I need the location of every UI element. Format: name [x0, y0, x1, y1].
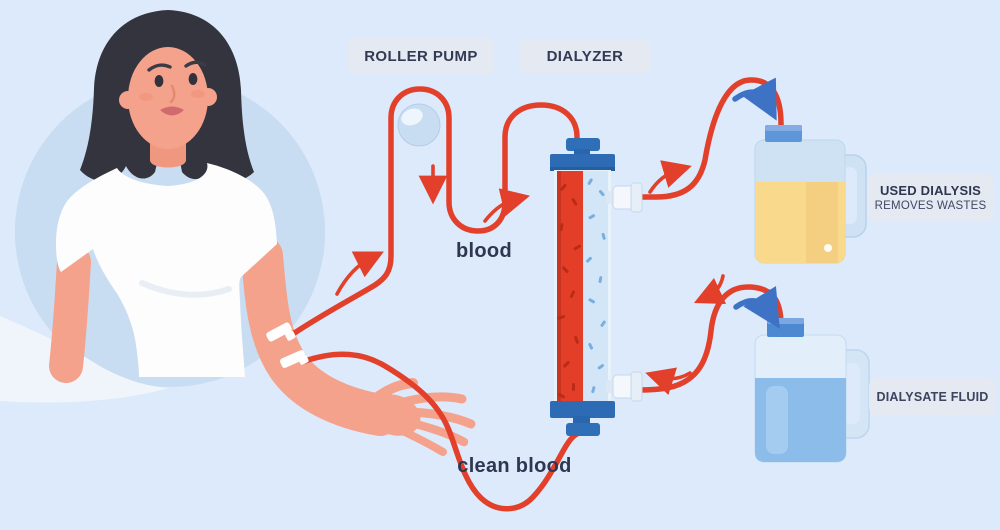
needle-hub-lower	[298, 354, 309, 365]
dialysate-fluid-label-text: DIALYSATE FLUID	[876, 389, 989, 404]
dialyzer-blood-compartment	[557, 171, 583, 402]
dialyzer-label-text: DIALYZER	[546, 48, 624, 65]
red-arrow-into-bottom-port	[645, 367, 692, 396]
blood-label: blood	[456, 240, 512, 262]
jug-cap-rim-top	[765, 125, 802, 131]
access-tape-upper	[266, 322, 292, 342]
dialyzer-blood-edge	[557, 171, 561, 402]
used-dialysis-subtitle: REMOVES WASTES	[874, 200, 987, 212]
finger-index	[395, 392, 467, 408]
jug-handle-hole-bottom	[844, 363, 860, 424]
dialyzer-outlet-port-top	[606, 182, 643, 213]
nose	[169, 84, 176, 104]
dialyzer-bottom-cap	[550, 401, 615, 418]
used-dialysis-title: USED DIALYSIS	[879, 183, 982, 198]
flow-arrows	[335, 77, 780, 396]
dialysate-liquid-highlight	[766, 386, 788, 454]
arm-access-site	[266, 322, 309, 368]
left-arm	[49, 245, 91, 383]
hair-bang-right	[168, 12, 229, 93]
needle-hub-upper	[285, 330, 296, 341]
dialyzer-top-cap	[550, 154, 615, 171]
foreground-wedge	[0, 316, 168, 403]
air-bubble-icon	[397, 103, 441, 147]
roller-pump-label: ROLLER PUMP	[348, 38, 494, 74]
red-arrow-to-used-jug	[648, 160, 692, 194]
red-arrow-from-dialysate-jug	[693, 274, 727, 305]
clean-blood-label: clean blood	[457, 455, 572, 477]
right-eyebrow	[184, 60, 207, 68]
lips	[160, 106, 184, 116]
blue-arrow-into-dialysate-jug	[733, 286, 780, 329]
left-eye	[154, 75, 164, 87]
liquid-shade	[806, 182, 838, 263]
venous-clean-blood-tube	[302, 351, 585, 512]
dialysate-fluid-jug	[754, 318, 870, 463]
shirt	[56, 163, 277, 377]
face	[128, 47, 208, 149]
blue-arrow-into-used-jug	[732, 77, 777, 121]
dialysate-specks	[586, 178, 606, 394]
right-eye	[188, 73, 198, 85]
dialyzer-label: DIALYZER	[519, 40, 651, 73]
right-blush	[191, 90, 205, 98]
dialyzer-top-cap-shadow	[550, 167, 615, 171]
dialyzer-device	[550, 138, 643, 436]
dialyzer-bottom-stem	[573, 416, 590, 425]
left-blush	[139, 93, 153, 101]
jug-handle-hole-top	[842, 167, 857, 224]
finger-ring	[397, 416, 469, 447]
dialysate-fluid-label: DIALYSATE FLUID	[869, 377, 996, 416]
used-dialysate-jug	[754, 125, 867, 264]
shirt-crease	[139, 280, 232, 298]
liquid-highlight-dot	[824, 244, 832, 252]
dialyzer-dialysate-compartment	[583, 171, 608, 402]
red-arrow-arm-to-pump	[335, 251, 384, 296]
roller-pump-label-text: ROLLER PUMP	[364, 47, 478, 65]
red-arrow-to-dialyzer	[483, 188, 531, 223]
dialyzer-top-connector	[566, 138, 600, 151]
finger-pinky	[392, 424, 447, 456]
access-tape-lower	[280, 350, 306, 368]
hair-bang-left	[107, 12, 168, 95]
blood-specks	[557, 183, 581, 399]
left-eyebrow	[147, 63, 172, 72]
arterial-blood-tube	[287, 86, 580, 339]
dialyzer-inlet-port-bottom	[606, 371, 643, 402]
dialyzer-bottom-connector	[566, 423, 600, 436]
dialyzer-top-stem	[574, 149, 590, 157]
used-dialysis-label: USED DIALYSIS REMOVES WASTES	[867, 174, 994, 222]
